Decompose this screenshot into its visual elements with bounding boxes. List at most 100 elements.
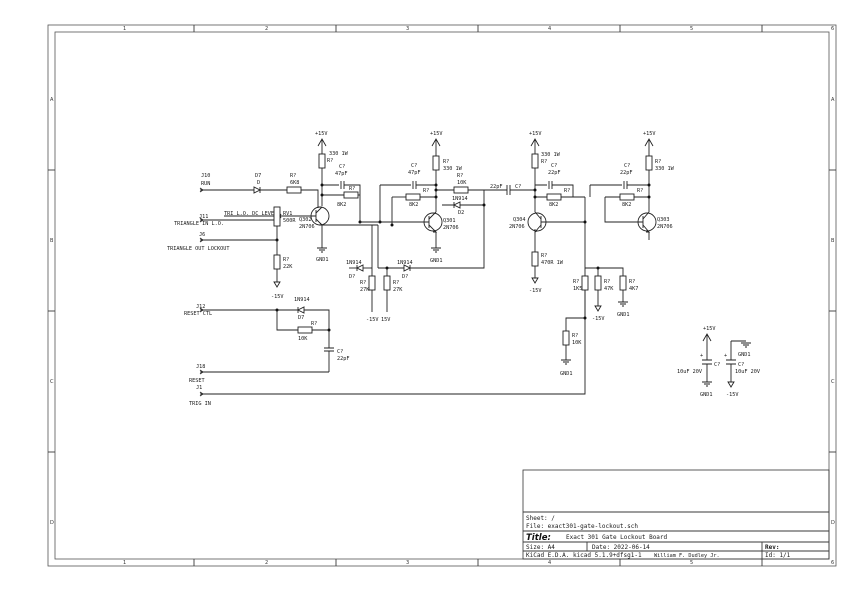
d7-val: D: [257, 180, 260, 186]
gnd-3: GND1: [617, 312, 630, 318]
m15-d: -15V: [592, 316, 605, 322]
c7-plus: +: [700, 353, 703, 359]
row-label-c: C: [50, 379, 54, 385]
wire-tri-out: [206, 226, 278, 241]
m15-a: -15V: [271, 294, 284, 300]
resistor-47k: [594, 275, 602, 291]
r8k2-4-val: 8K2: [622, 202, 631, 208]
inner-border: [54, 31, 830, 560]
resistor-330-3: [531, 153, 539, 169]
d2a-val: 1N914: [346, 260, 362, 266]
tb-file: File: exact301-gate-lockout.sch: [526, 523, 638, 530]
ground-symbol: [317, 232, 327, 253]
p15-5: +15V: [643, 131, 656, 137]
r330-3-val: 330 1W: [541, 152, 561, 158]
r47k-val: 47K: [604, 286, 614, 292]
c22pf-a-val: 22pF: [337, 356, 350, 362]
r6k8-val: 6K8: [290, 180, 299, 186]
r1k5-ref: R?: [573, 279, 579, 285]
transistor-q304: [527, 211, 549, 252]
c22pf-a-ref: C?: [337, 349, 343, 355]
r470-val: 470R 1W: [541, 260, 564, 266]
r22k-val: 22K: [283, 264, 293, 270]
d2c-ref: D2: [458, 210, 464, 216]
r4k7-val: 4K7: [629, 286, 638, 292]
wire-to-q302: [301, 189, 319, 208]
c47-1-val: 47pF: [335, 171, 348, 177]
c22-3-val: 22pF: [548, 170, 561, 176]
capacitor-22pf-3: [535, 181, 574, 197]
j10-label: RUN: [201, 181, 210, 187]
ground-symbol: [731, 340, 751, 348]
c22-3-ref: C?: [551, 163, 557, 169]
r8k2-1-val: 8K2: [337, 202, 346, 208]
r27k-b-ref: R?: [393, 280, 399, 286]
r330-2-ref: R?: [443, 159, 449, 165]
q304-val: 2N706: [509, 224, 525, 230]
capacitor-47pf-2: [380, 181, 436, 189]
row-label-d-right: D: [831, 520, 835, 526]
connector-pin-j10: [199, 187, 206, 193]
r330-4-val: 330 1W: [655, 166, 675, 172]
column-ticks: [48, 25, 836, 566]
outer-border: [47, 24, 837, 567]
tb-sheet: Sheet: /: [526, 515, 555, 522]
connector-pin-j11: [199, 217, 206, 223]
resistor-6k8: [286, 186, 302, 194]
c47-2-val: 47pF: [408, 170, 421, 176]
col-label-2-bottom: 2: [265, 560, 268, 566]
r330-1-val: 330 1W: [329, 151, 349, 157]
junction: [320, 183, 324, 187]
junction: [378, 220, 382, 224]
junction: [647, 195, 651, 199]
r10k-c-val: 10K: [572, 340, 582, 346]
wire-d2b-out: [398, 190, 485, 269]
tb-date: Date: 2022-06-14: [592, 544, 650, 551]
tri-lo-label: TRI L.O. DC LEVEL: [224, 211, 277, 217]
d2b-ref: D?: [402, 274, 408, 280]
resistor-8k2-1: [343, 191, 359, 199]
resistor-1k5: [581, 275, 589, 291]
resistor-4k7: [619, 275, 627, 291]
resistor-27k-a: [368, 275, 376, 291]
title-block: [522, 469, 830, 560]
junction: [533, 188, 537, 192]
c8-ref: C?: [738, 362, 744, 368]
row-label-d: D: [50, 520, 54, 526]
neg-supply-symbol: [594, 290, 602, 312]
col-label-3-bottom: 3: [406, 560, 409, 566]
tb-kicad: KiCad E.D.A. kicad 5.1.9+dfsg1-1: [526, 552, 642, 559]
r330-3-ref: R?: [541, 159, 547, 165]
r8k2-2-val: 8K2: [409, 202, 418, 208]
junction: [533, 195, 537, 199]
diode-1n914-reset: [296, 306, 305, 314]
junction: [434, 188, 438, 192]
c22-4-ref: C?: [624, 163, 630, 169]
pwr-gnd2: GND1: [738, 352, 751, 358]
resistor-8k2-4: [619, 193, 635, 201]
r330-4-ref: R?: [655, 159, 661, 165]
q304-ref: Q304: [513, 217, 526, 223]
junction: [434, 183, 438, 187]
col-label-3: 3: [406, 26, 409, 32]
r8k2-3-val: 8K2: [549, 202, 558, 208]
wire: [604, 196, 649, 223]
col-label-5: 5: [690, 26, 693, 32]
pwr-p15: +15V: [703, 326, 716, 332]
r27k-b-val: 27K: [393, 287, 403, 293]
c7-ref: C?: [714, 362, 720, 368]
r10k-a-val: 10K: [298, 336, 308, 342]
d1n914-a: 1N914: [294, 297, 310, 303]
pos-supply-symbol: [431, 138, 441, 156]
pos-supply-symbol: [530, 138, 540, 154]
resistor-330-2: [432, 155, 440, 171]
q302-val: 2N706: [299, 224, 315, 230]
r470-ref: R?: [541, 253, 547, 259]
ground-symbol: [561, 345, 571, 365]
neg-supply-symbol: [531, 266, 539, 284]
resistor-330-4: [645, 155, 653, 171]
resistor-10k-b: [453, 186, 469, 194]
row-label-b: B: [50, 238, 54, 244]
resistor-8k2-2: [405, 193, 421, 201]
r1k5-val: 1K5: [573, 286, 582, 292]
